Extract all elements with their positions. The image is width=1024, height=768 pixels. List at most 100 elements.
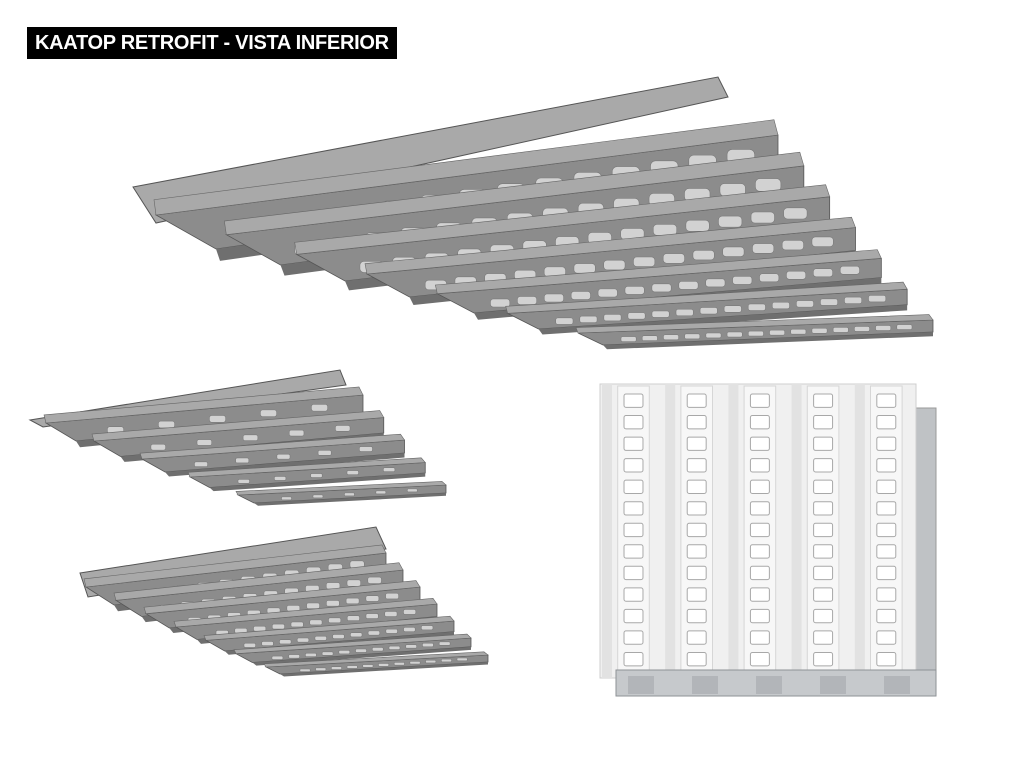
rib-cell <box>623 436 644 451</box>
rib-slot <box>375 490 387 495</box>
rib-cell <box>623 415 644 430</box>
rib-slot <box>288 429 305 437</box>
rib-slot <box>158 420 175 429</box>
rib-slot <box>346 470 359 475</box>
rib-crest <box>364 216 856 275</box>
rib-slot <box>317 450 332 456</box>
rib-slot <box>692 249 715 261</box>
rib-cell <box>686 393 707 408</box>
rib-slot <box>627 312 646 320</box>
rib-cell <box>813 587 834 602</box>
rib-cell <box>749 630 770 645</box>
rib-cell <box>876 587 897 602</box>
rib-slot <box>651 283 672 293</box>
rib-cell <box>623 393 644 408</box>
rib-cell <box>813 479 834 495</box>
rib-cell <box>623 479 644 495</box>
rib-cell <box>623 458 644 473</box>
rib-slot <box>769 329 786 336</box>
rib-slot <box>328 617 342 624</box>
rib-cell <box>876 522 897 538</box>
rib-slot <box>344 492 355 497</box>
rib-slot <box>276 453 291 460</box>
rib-slot <box>405 644 418 649</box>
rib-slot <box>345 597 360 605</box>
rib-slot <box>346 615 360 621</box>
valley-shade <box>854 384 865 678</box>
rib-cell <box>686 544 707 559</box>
rib-slot <box>811 327 828 334</box>
rib-cell <box>876 630 897 645</box>
rib-cell <box>623 630 644 645</box>
rib-cell <box>686 522 707 538</box>
rib-cell <box>749 436 770 451</box>
rib-slot <box>633 256 656 267</box>
rib-slot <box>652 223 678 236</box>
rib-cell <box>876 608 897 624</box>
rib-cell <box>876 458 897 473</box>
rib-cell <box>686 651 707 667</box>
rib-cell <box>686 479 707 495</box>
rib-slot <box>570 291 591 300</box>
rib-crest <box>223 151 805 235</box>
rib-slot <box>382 467 396 473</box>
rib-slot <box>663 334 679 341</box>
rib-slot <box>196 439 213 446</box>
rib-cell <box>623 501 644 516</box>
rib-slot <box>365 595 380 602</box>
rib-cell <box>813 630 834 645</box>
valley-shade <box>665 384 676 678</box>
rib-slot <box>684 333 701 340</box>
rib-slot <box>839 265 860 275</box>
rib-slot <box>243 642 256 648</box>
page-title: KAATOP RETROFIT - VISTA INFERIOR <box>27 27 397 59</box>
rib-cell <box>813 458 834 473</box>
edge-corrugation <box>820 676 846 694</box>
rib-slot <box>315 667 327 671</box>
rib-crest <box>83 544 387 588</box>
rib-slot <box>868 295 887 303</box>
valley-shade <box>602 384 612 678</box>
rib-slot <box>425 659 437 664</box>
valley-shade <box>791 384 802 678</box>
rib-slot <box>371 647 384 652</box>
rib-slot <box>305 652 317 658</box>
rib-slot <box>820 298 838 306</box>
rib-cell <box>813 651 834 667</box>
rib-slot <box>338 650 351 655</box>
rib-slot <box>403 627 416 632</box>
rib-shadow <box>603 332 933 350</box>
edge-corrugation <box>628 676 654 694</box>
rib-cell <box>749 522 770 538</box>
rib-cell <box>876 393 897 408</box>
rib-cell <box>876 544 897 559</box>
rib-slot <box>555 317 574 325</box>
rib-cell <box>686 458 707 473</box>
rib-slot <box>718 215 743 228</box>
rib-crest <box>263 651 489 668</box>
rib-slot <box>150 443 166 451</box>
rib-slot <box>235 457 250 464</box>
edge-corrugation <box>756 676 782 694</box>
rib-slot <box>393 662 405 666</box>
rib-slot <box>299 668 311 673</box>
rib-cell <box>686 501 707 516</box>
rib-slot <box>624 286 645 295</box>
rib-column <box>617 385 650 677</box>
rib-slot <box>409 660 421 665</box>
rib-slot <box>747 303 766 311</box>
rib-slot <box>273 476 287 481</box>
rib-slot <box>603 259 626 271</box>
rib-slot <box>752 243 775 254</box>
rib-slot <box>355 648 367 653</box>
rib-crest <box>43 386 364 424</box>
rib-cell <box>813 522 834 538</box>
rib-slot <box>346 665 358 669</box>
rib-cell <box>876 565 897 581</box>
rib-slot <box>420 625 434 631</box>
rib-cell <box>623 565 644 581</box>
rib-slot <box>603 314 622 322</box>
rib-cell <box>749 608 770 624</box>
rib-cell <box>686 587 707 602</box>
rib-slot <box>310 473 323 478</box>
